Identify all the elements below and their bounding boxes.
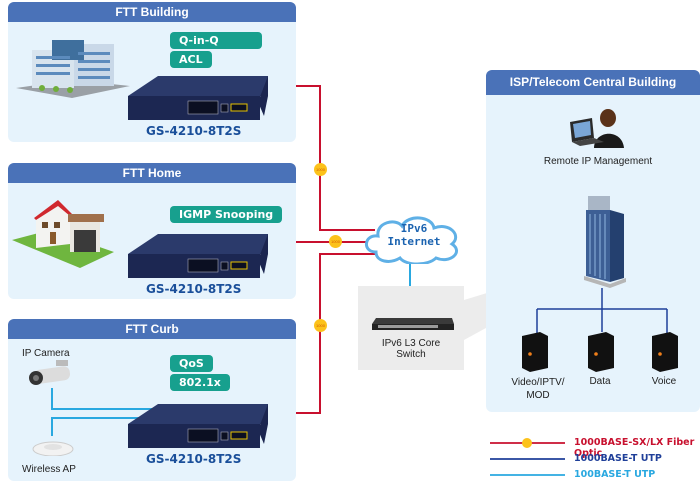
server-video-icon	[522, 332, 548, 372]
panel-title: ISP/Telecom Central Building	[486, 70, 700, 95]
link-speed-badge: 1000	[314, 319, 327, 332]
server-label-data: Data	[589, 376, 611, 387]
office-building-icon	[16, 40, 130, 98]
link-speed-badge: 1000	[314, 163, 327, 176]
switch-device-building	[128, 76, 268, 120]
server-label-video: Video/IPTV/ MOD	[511, 377, 565, 401]
device-model: GS-4210-8T2S	[146, 282, 242, 296]
link-speed-badge: 1000	[329, 235, 342, 248]
house-icon	[12, 200, 114, 268]
legend-label-100t: 100BASE-T UTP	[574, 469, 656, 480]
feature-badge-acl: ACL	[170, 51, 212, 68]
device-label-ip-camera: IP Camera	[22, 348, 70, 359]
remote-admin-person-icon	[570, 109, 624, 148]
feature-badge-8021x: 802.1x	[170, 374, 230, 391]
feature-badge-igmp: IGMP Snooping	[170, 206, 283, 223]
remote-management-label: Remote IP Management	[543, 156, 653, 167]
device-model: GS-4210-8T2S	[146, 124, 242, 138]
server-label-voice: Voice	[651, 376, 677, 387]
panel-title: FTT Home	[8, 163, 296, 183]
switch-device-curb	[128, 404, 268, 448]
wireless-ap-icon	[32, 441, 74, 456]
legend-label-1000t: 1000BASE-T UTP	[574, 453, 662, 464]
server-data-icon	[588, 332, 614, 372]
switch-device-home	[128, 234, 268, 278]
cloud-label: IPv6 Internet	[374, 222, 454, 248]
cloud-line1: IPv6	[400, 222, 428, 235]
ip-camera-icon	[29, 360, 71, 385]
device-model: GS-4210-8T2S	[146, 452, 242, 466]
server-voice-icon	[652, 332, 678, 372]
panel-title: FTT Building	[8, 2, 296, 22]
legend-label-fiber: 1000BASE-SX/LX Fiber Optic	[574, 437, 695, 459]
central-office-tower-icon	[584, 196, 626, 288]
utp-link-camera	[51, 388, 180, 410]
panel-title: FTT Curb	[8, 319, 296, 339]
core-switch-icon	[372, 318, 454, 330]
utp-link-ap	[51, 417, 160, 436]
core-switch-label: IPv6 L3 Core Switch	[381, 338, 441, 360]
feature-badge-qos: QoS	[170, 355, 213, 372]
legend-fiber-badge	[522, 438, 532, 448]
ipv6-internet-cloud-icon	[365, 216, 459, 264]
cloud-line2: Internet	[387, 235, 441, 248]
device-label-wireless-ap: Wireless AP	[22, 464, 76, 475]
